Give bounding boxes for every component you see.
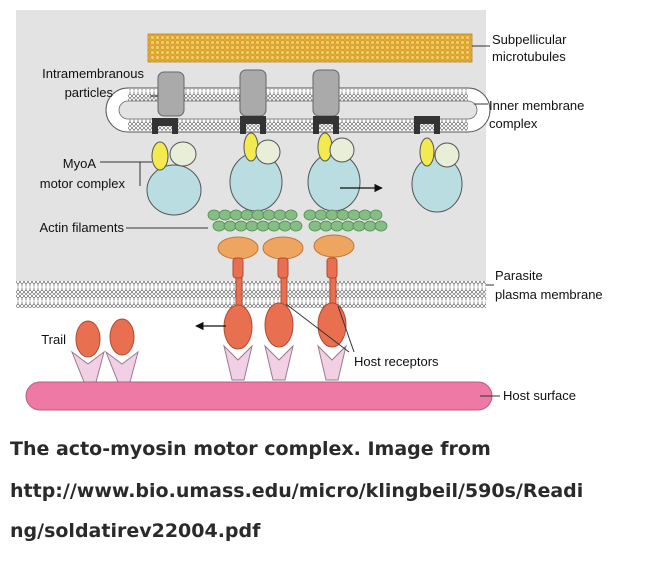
subpellicular-microtubules bbox=[147, 33, 473, 63]
label-myoa-2: motor complex bbox=[40, 176, 126, 191]
adhesins bbox=[223, 257, 347, 350]
actin-filaments bbox=[207, 209, 388, 232]
acto-myosin-diagram: Subpellicular microtubules Intramembrano… bbox=[16, 10, 603, 411]
host-receptors bbox=[223, 344, 347, 381]
caption-line-2: http://www.bio.umass.edu/micro/klingbeil… bbox=[10, 480, 584, 502]
label-host-surface: Host surface bbox=[503, 388, 576, 403]
parasite-plasma-membrane bbox=[16, 281, 486, 308]
label-parasite-1: Parasite bbox=[495, 268, 543, 283]
myoa-anchors bbox=[152, 116, 440, 134]
host-surface bbox=[25, 381, 493, 411]
label-inner-membrane-2: complex bbox=[489, 116, 538, 131]
label-intramembranous-1: Intramembranous bbox=[42, 66, 144, 81]
label-myoa-1: MyoA bbox=[63, 156, 97, 171]
label-actin: Actin filaments bbox=[39, 220, 124, 235]
label-trail: Trail bbox=[41, 332, 66, 347]
inner-membrane-complex bbox=[105, 87, 491, 133]
label-parasite-2: plasma membrane bbox=[495, 287, 603, 302]
aldolase-bridges bbox=[217, 234, 355, 260]
label-subpellicular-2: microtubules bbox=[492, 49, 566, 64]
caption-line-1: The acto-myosin motor complex. Image fro… bbox=[10, 438, 491, 460]
leader-lines bbox=[100, 45, 500, 397]
caption-line-3: ng/soldatirev22004.pdf bbox=[10, 520, 261, 542]
label-subpellicular-1: Subpellicular bbox=[492, 32, 567, 47]
myoa-motor-complexes bbox=[146, 132, 463, 216]
trail bbox=[70, 318, 139, 383]
label-inner-membrane-1: Inner membrane bbox=[489, 98, 584, 113]
label-host-receptors: Host receptors bbox=[354, 354, 439, 369]
intramembranous-particles bbox=[157, 69, 340, 117]
label-intramembranous-2: particles bbox=[65, 85, 114, 100]
